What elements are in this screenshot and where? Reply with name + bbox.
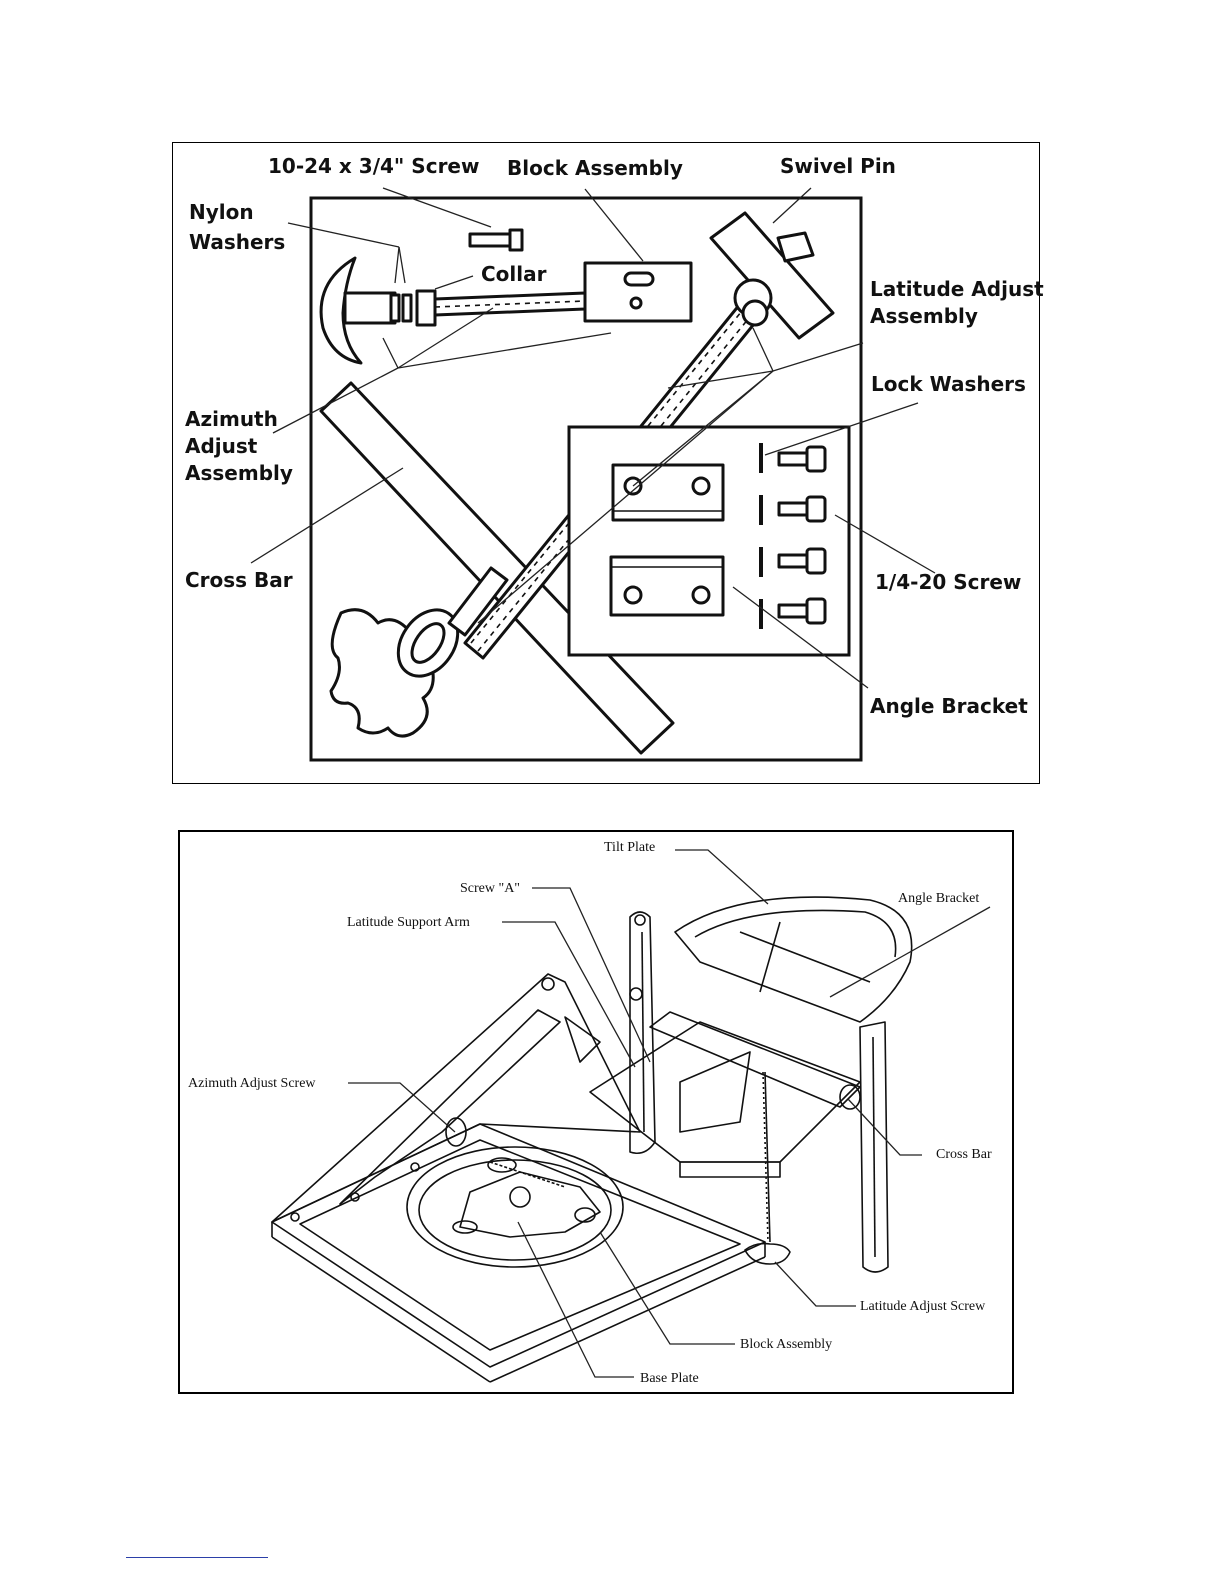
latitude-adjust-screw-part <box>745 1072 790 1264</box>
cross-bar-part-assembled <box>650 1012 860 1109</box>
angle-bracket-lower-part <box>611 557 723 615</box>
block-assembly-part <box>585 263 691 321</box>
azimuth-adjust-rod <box>345 291 585 325</box>
label-latitude-support-arm: Latitude Support Arm <box>347 915 470 930</box>
label-screw-a: Screw "A" <box>460 881 520 896</box>
label-angle-bracket-assembled: Angle Bracket <box>898 891 979 906</box>
right-support-arm-part <box>860 1022 888 1272</box>
label-cross-bar: Cross Bar <box>185 568 293 592</box>
label-lock-washers: Lock Washers <box>871 372 1026 396</box>
assembled-mount-drawing: Tilt Plate Screw "A" Angle Bracket Latit… <box>180 832 1016 1396</box>
label-screw-quarter-20: 1/4-20 Screw <box>875 570 1021 594</box>
label-block-assembly-assembled: Block Assembly <box>740 1337 832 1352</box>
footnote-separator <box>126 1557 268 1558</box>
label-nylon-washers-line1: Nylon <box>189 200 254 224</box>
label-azimuth-line1: Azimuth <box>185 407 278 431</box>
label-azimuth-adjust-screw: Azimuth Adjust Screw <box>188 1076 316 1091</box>
assembled-mount-diagram: Tilt Plate Screw "A" Angle Bracket Latit… <box>178 830 1014 1394</box>
exploded-parts-diagram: 10-24 x 3/4" Screw Block Assembly Swivel… <box>172 142 1040 784</box>
exploded-parts-drawing: 10-24 x 3/4" Screw Block Assembly Swivel… <box>173 143 1041 785</box>
label-angle-bracket: Angle Bracket <box>870 694 1028 718</box>
label-tilt-plate: Tilt Plate <box>604 840 655 855</box>
label-latitude-adjust-line2: Assembly <box>870 304 978 328</box>
label-screw-10-24: 10-24 x 3/4" Screw <box>268 154 479 178</box>
label-azimuth-line2: Adjust <box>185 434 258 458</box>
label-swivel-pin: Swivel Pin <box>780 154 896 178</box>
latitude-support-frame <box>272 974 640 1222</box>
label-base-plate: Base Plate <box>640 1371 699 1386</box>
turntable-ring-part <box>407 1147 623 1267</box>
label-latitude-adjust-line1: Latitude Adjust <box>870 277 1044 301</box>
label-block-assembly: Block Assembly <box>507 156 683 180</box>
tilt-plate-part <box>675 897 912 1022</box>
screw-10-24-part <box>470 230 522 250</box>
latitude-support-arm-part <box>630 912 655 1153</box>
angle-bracket-upper-part <box>613 465 723 520</box>
label-cross-bar-assembled: Cross Bar <box>936 1147 992 1162</box>
label-azimuth-line3: Assembly <box>185 461 293 485</box>
label-nylon-washers-line2: Washers <box>189 230 285 254</box>
label-collar: Collar <box>481 262 547 286</box>
label-latitude-adjust-screw: Latitude Adjust Screw <box>860 1299 986 1314</box>
